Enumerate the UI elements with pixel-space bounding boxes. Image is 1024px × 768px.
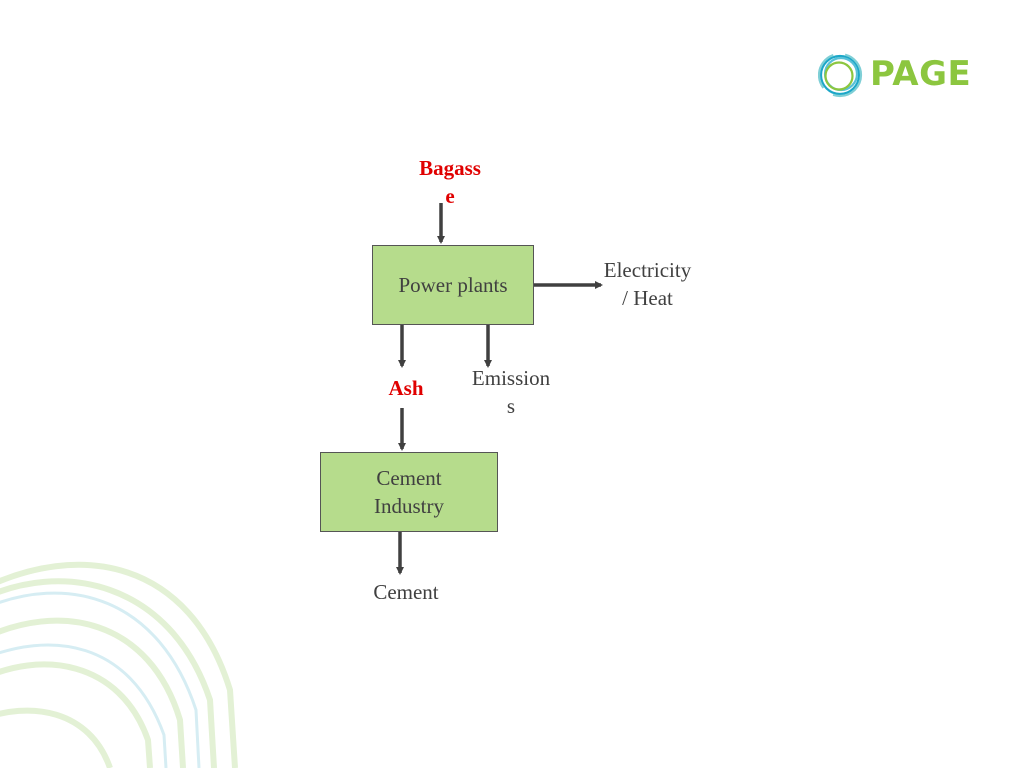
page-rings-icon	[818, 52, 863, 98]
page-logo: PAGE	[818, 50, 972, 100]
power-plants-label: Power plants	[398, 273, 508, 297]
node-cement-industry: Cement Industry	[320, 452, 498, 532]
node-ash: Ash	[388, 376, 424, 400]
node-emissions: Emission s	[471, 366, 551, 418]
node-electricity-heat: Electricity / Heat	[603, 258, 692, 310]
node-bagasse: Bagass e	[419, 156, 481, 208]
node-cement: Cement	[373, 580, 439, 604]
node-power-plants: Power plants	[372, 245, 534, 325]
cement-industry-label: Cement Industry	[374, 466, 444, 518]
logo-text: PAGE	[870, 54, 972, 94]
